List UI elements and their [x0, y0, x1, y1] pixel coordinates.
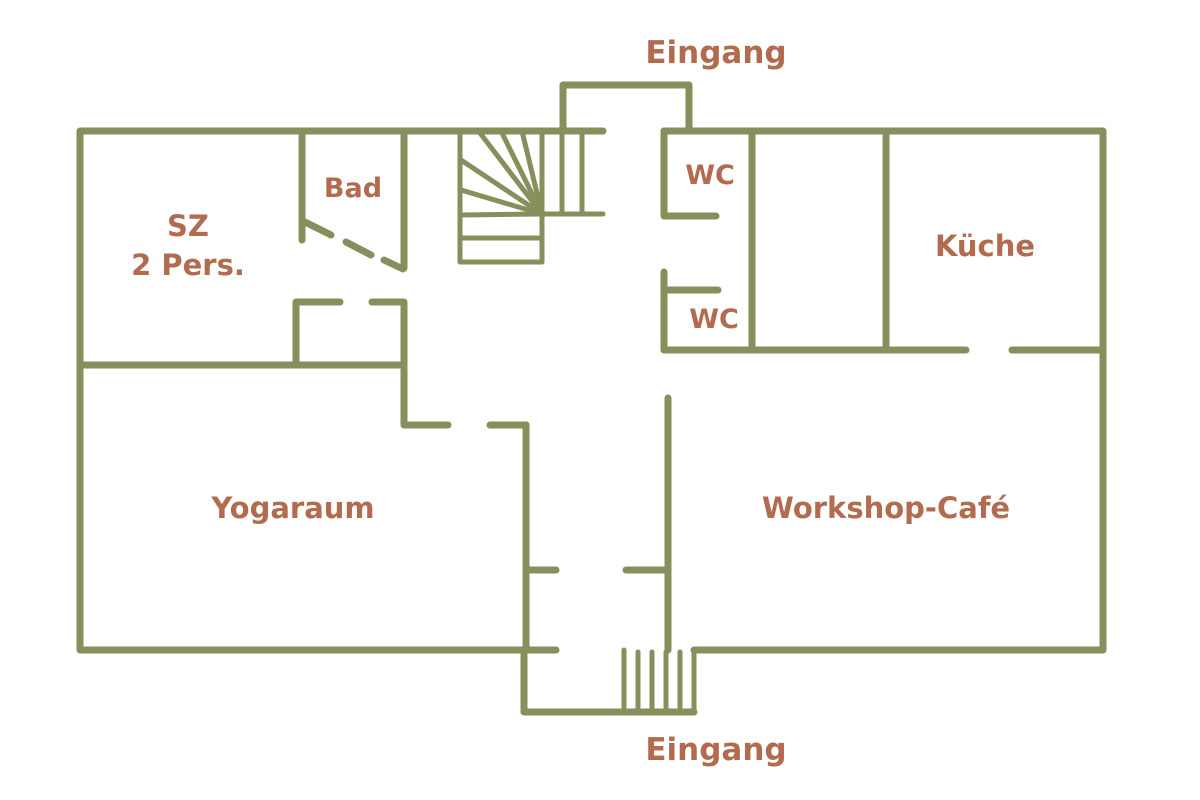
bedroom-label-line1: SZ [167, 209, 209, 243]
wc-upper-label: WC [685, 160, 735, 191]
stair-tread [458, 211, 545, 218]
outer-wall-left-section [76, 127, 607, 654]
spiral-stairs [457, 128, 606, 265]
yoga-corridor-walls [522, 394, 672, 654]
entrance-bottom-label: Eingang [645, 732, 786, 768]
wc-lower-label: WC [689, 304, 739, 335]
outer-walls [76, 81, 1107, 716]
wc-upper-wall [660, 127, 720, 220]
wardrobe-left [292, 298, 344, 366]
bedroom-bath-walls [78, 127, 530, 429]
stair-tread [498, 128, 545, 217]
bath-door-segment-2 [342, 238, 375, 259]
stair-tread [519, 128, 545, 217]
bath-label: Bad [324, 173, 382, 204]
bath-door-segment-3 [380, 256, 407, 273]
wc-lower-wall [660, 268, 970, 354]
bedroom-label-line2: 2 Pers. [131, 248, 245, 282]
workshop-cafe-label: Workshop-Café [762, 491, 1010, 525]
stair-tread [458, 187, 545, 217]
yoga-room-label: Yogaraum [210, 491, 374, 525]
wc-kitchen-walls [660, 127, 1107, 354]
entrance-top-label: Eingang [645, 35, 786, 71]
bath-door-segment-1 [301, 218, 335, 239]
entrance-vestibule-top [559, 81, 693, 135]
kitchen-label: Küche [935, 229, 1035, 263]
steps-frame [621, 647, 697, 715]
stair-tread [458, 157, 545, 217]
entrance-steps [621, 647, 697, 715]
stair-tread [477, 130, 545, 217]
